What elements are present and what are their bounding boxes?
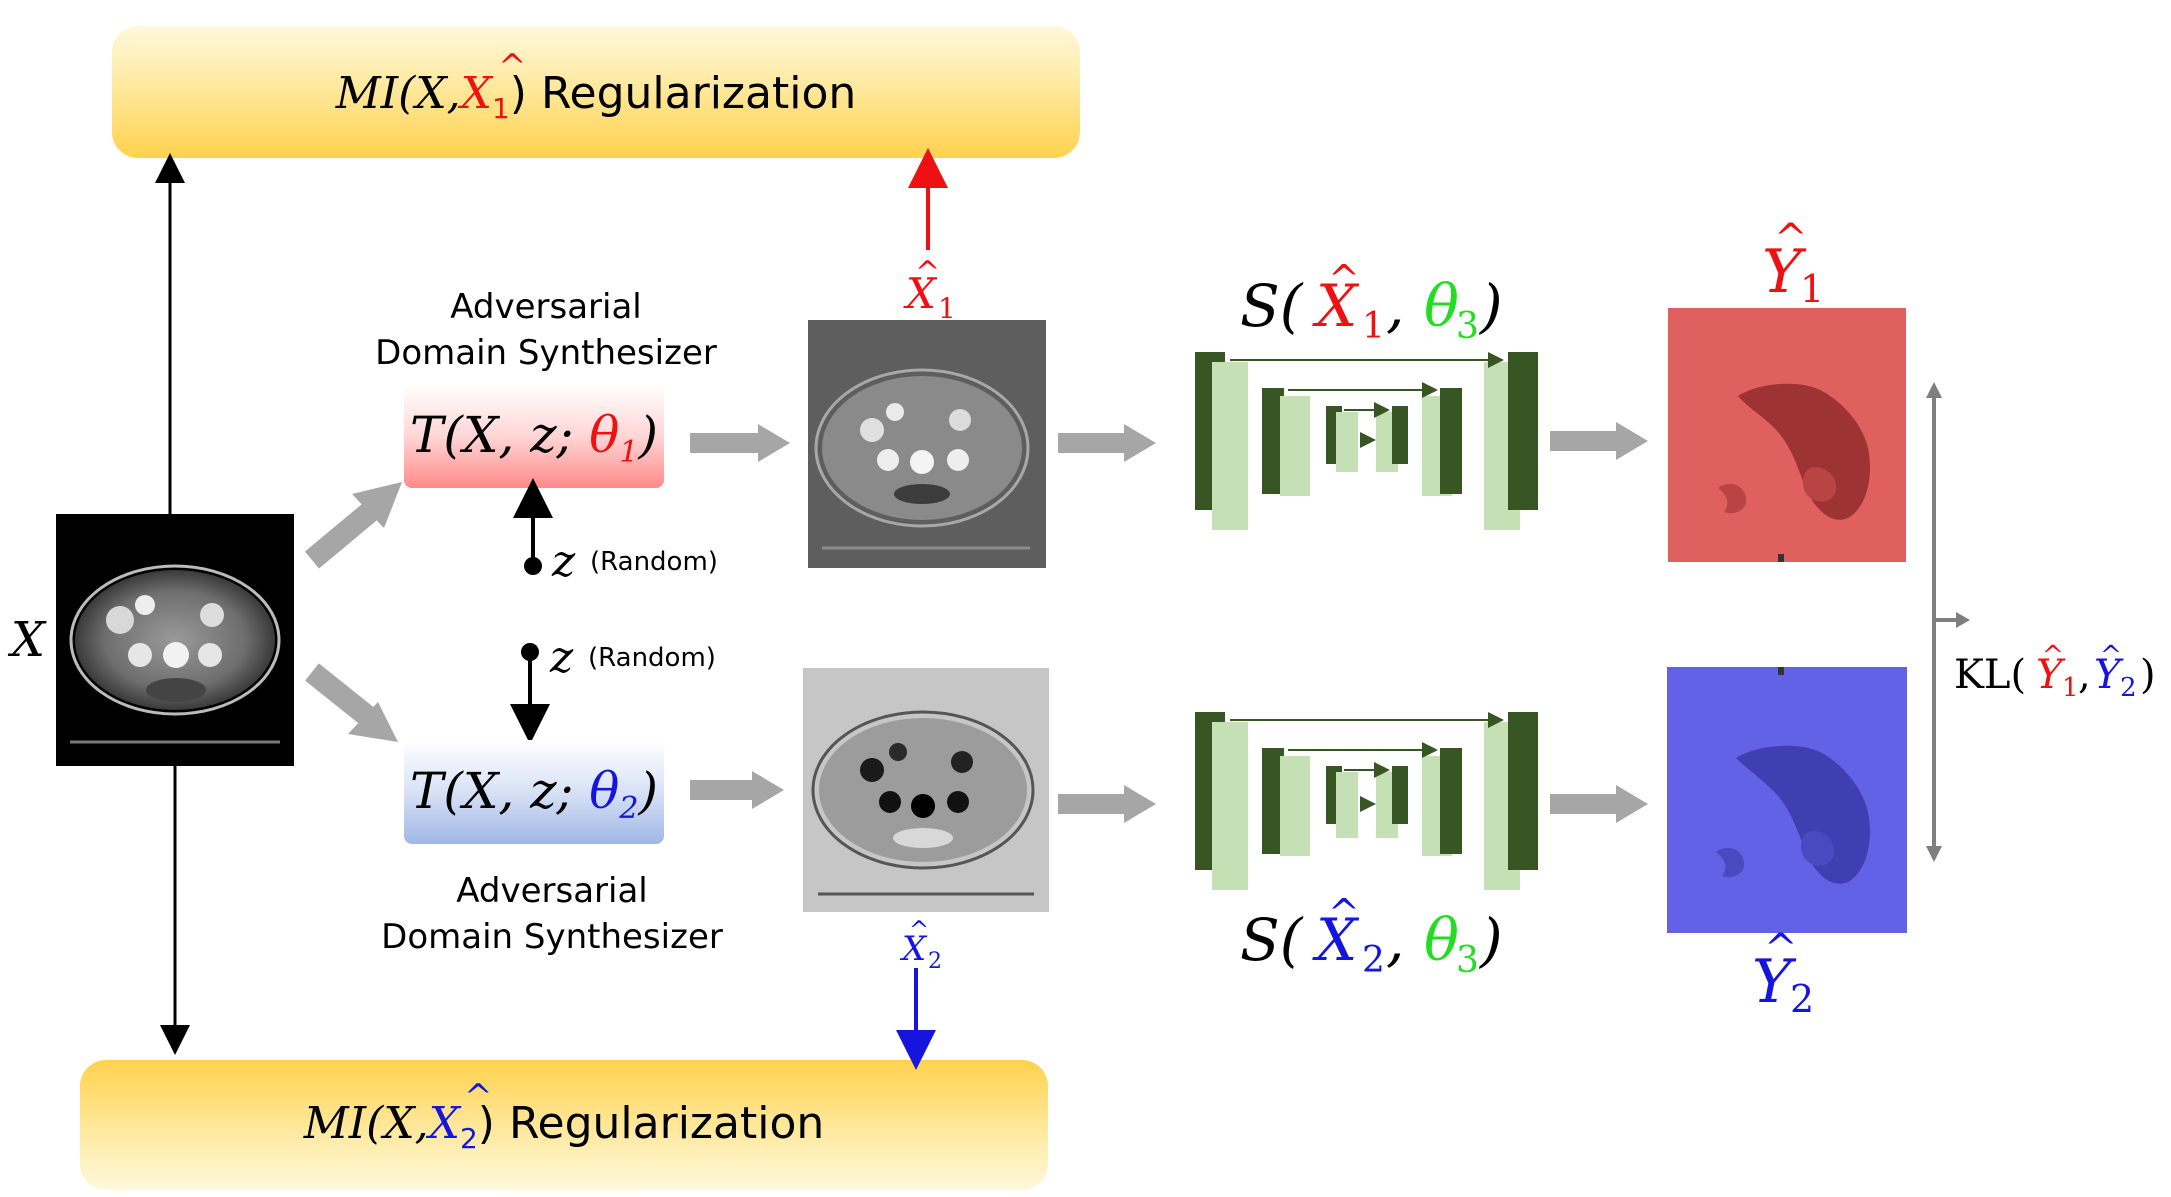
arrow-synth1-to-xhat1 — [690, 424, 790, 462]
segmenter1-label: S( X 1 , θ 3 ) ^ — [1240, 257, 1503, 347]
unet-1 — [1195, 352, 1538, 530]
svg-text:Y: Y — [1752, 947, 1797, 1017]
predicted-mask-1 — [1668, 308, 1906, 562]
svg-text:Y: Y — [2036, 652, 2066, 698]
svg-text:X: X — [1312, 906, 1360, 974]
svg-text:S(: S( — [1240, 272, 1304, 340]
svg-text:3: 3 — [1456, 306, 1479, 347]
synth2-title-line1: Adversarial — [456, 871, 648, 911]
synthesized-image-1 — [808, 320, 1046, 568]
arrow-synth2-to-xhat2 — [690, 771, 784, 809]
segmenter2-label: S( X 2 , θ 3 ) ^ — [1240, 891, 1503, 981]
svg-text:^: ^ — [1328, 257, 1360, 301]
svg-text:^: ^ — [909, 916, 929, 944]
svg-text:2: 2 — [1362, 940, 1385, 981]
svg-text:Y: Y — [2094, 652, 2124, 698]
noise2-dot — [521, 643, 539, 661]
input-label: X — [7, 612, 47, 668]
svg-text:,: , — [2078, 652, 2091, 698]
bottom-regularization-label: MI(X,X2) Regularization — [303, 1098, 825, 1155]
top-regularization-box: MI(X,X1) Regularization ^ — [112, 26, 1080, 158]
unet-2 — [1195, 712, 1538, 890]
bottom-regularization-box: MI(X,X2) Regularization ^ — [80, 1060, 1048, 1190]
synthesized-image-2 — [803, 668, 1049, 912]
input-ct-image — [56, 514, 294, 766]
arrow-xhat1-to-unet1 — [1058, 424, 1156, 462]
top-regularization-label: MI(X,X1) Regularization — [335, 68, 857, 125]
svg-text:^: ^ — [2042, 641, 2064, 671]
bottom-reg-hat: ^ — [464, 1077, 493, 1117]
svg-text:^: ^ — [1774, 216, 1808, 262]
svg-text:1: 1 — [1362, 306, 1385, 347]
svg-text:^: ^ — [915, 255, 940, 290]
svg-text:θ: θ — [1424, 272, 1459, 340]
noise1-note: (Random) — [590, 547, 718, 577]
arrow-xhat2-to-unet2 — [1058, 785, 1156, 823]
svg-text:^: ^ — [1328, 891, 1360, 935]
kl-label: KL( Y 1 , Y 2 ) ^ ^ — [1954, 641, 2156, 703]
synth1-title-line2: Domain Synthesizer — [375, 333, 717, 373]
xhat2-label: X 2 ^ — [899, 916, 942, 974]
svg-text:Y: Y — [1762, 237, 1807, 307]
arrow-x-to-synth2 — [305, 663, 398, 742]
xhat1-label: X 1 ^ — [903, 255, 956, 325]
svg-text:,: , — [1386, 272, 1404, 340]
arrow-unet1-to-mask1 — [1550, 422, 1648, 460]
noise2-note: (Random) — [588, 643, 716, 673]
svg-text:1: 1 — [2062, 673, 2079, 703]
svg-text:,: , — [1386, 906, 1404, 974]
synth1-title-line1: Adversarial — [450, 287, 642, 327]
noise1-dot — [524, 557, 542, 575]
svg-text:^: ^ — [1764, 926, 1798, 972]
synth2-box: T(X, z; θ2) — [404, 740, 664, 844]
svg-text:2: 2 — [2120, 673, 2137, 703]
svg-text:2: 2 — [1790, 977, 1814, 1021]
predicted-mask-2 — [1667, 667, 1907, 933]
svg-text:3: 3 — [1456, 940, 1479, 981]
svg-text:X: X — [903, 269, 938, 318]
svg-text:S(: S( — [1240, 906, 1304, 974]
svg-text:X: X — [899, 929, 928, 969]
yhat1-label: Y 1 ^ — [1762, 216, 1824, 311]
svg-text:2: 2 — [928, 949, 942, 974]
svg-text:): ) — [2140, 652, 2156, 698]
svg-text:θ: θ — [1424, 906, 1459, 974]
svg-text:^: ^ — [2100, 641, 2122, 671]
synth1-box: T(X, z; θ1) — [404, 384, 664, 488]
synth2-function: T(X, z; θ2) — [410, 762, 658, 826]
svg-text:KL(: KL( — [1954, 652, 2026, 698]
svg-text:): ) — [1478, 906, 1503, 974]
svg-text:X: X — [1312, 272, 1360, 340]
noise2-symbol: z — [549, 632, 574, 683]
synth2-title-line2: Domain Synthesizer — [381, 917, 723, 957]
arrow-unet2-to-mask2 — [1550, 785, 1648, 823]
svg-text:1: 1 — [938, 292, 956, 325]
kl-bracket — [1926, 382, 1970, 862]
yhat2-label: Y 2 ^ — [1752, 926, 1814, 1021]
top-reg-hat: ^ — [498, 47, 527, 87]
noise1-symbol: z — [551, 536, 576, 587]
arrow-x-to-synth1 — [304, 482, 402, 569]
svg-text:): ) — [1478, 272, 1503, 340]
synth1-function: T(X, z; θ1) — [410, 406, 658, 470]
svg-text:1: 1 — [1800, 267, 1824, 311]
